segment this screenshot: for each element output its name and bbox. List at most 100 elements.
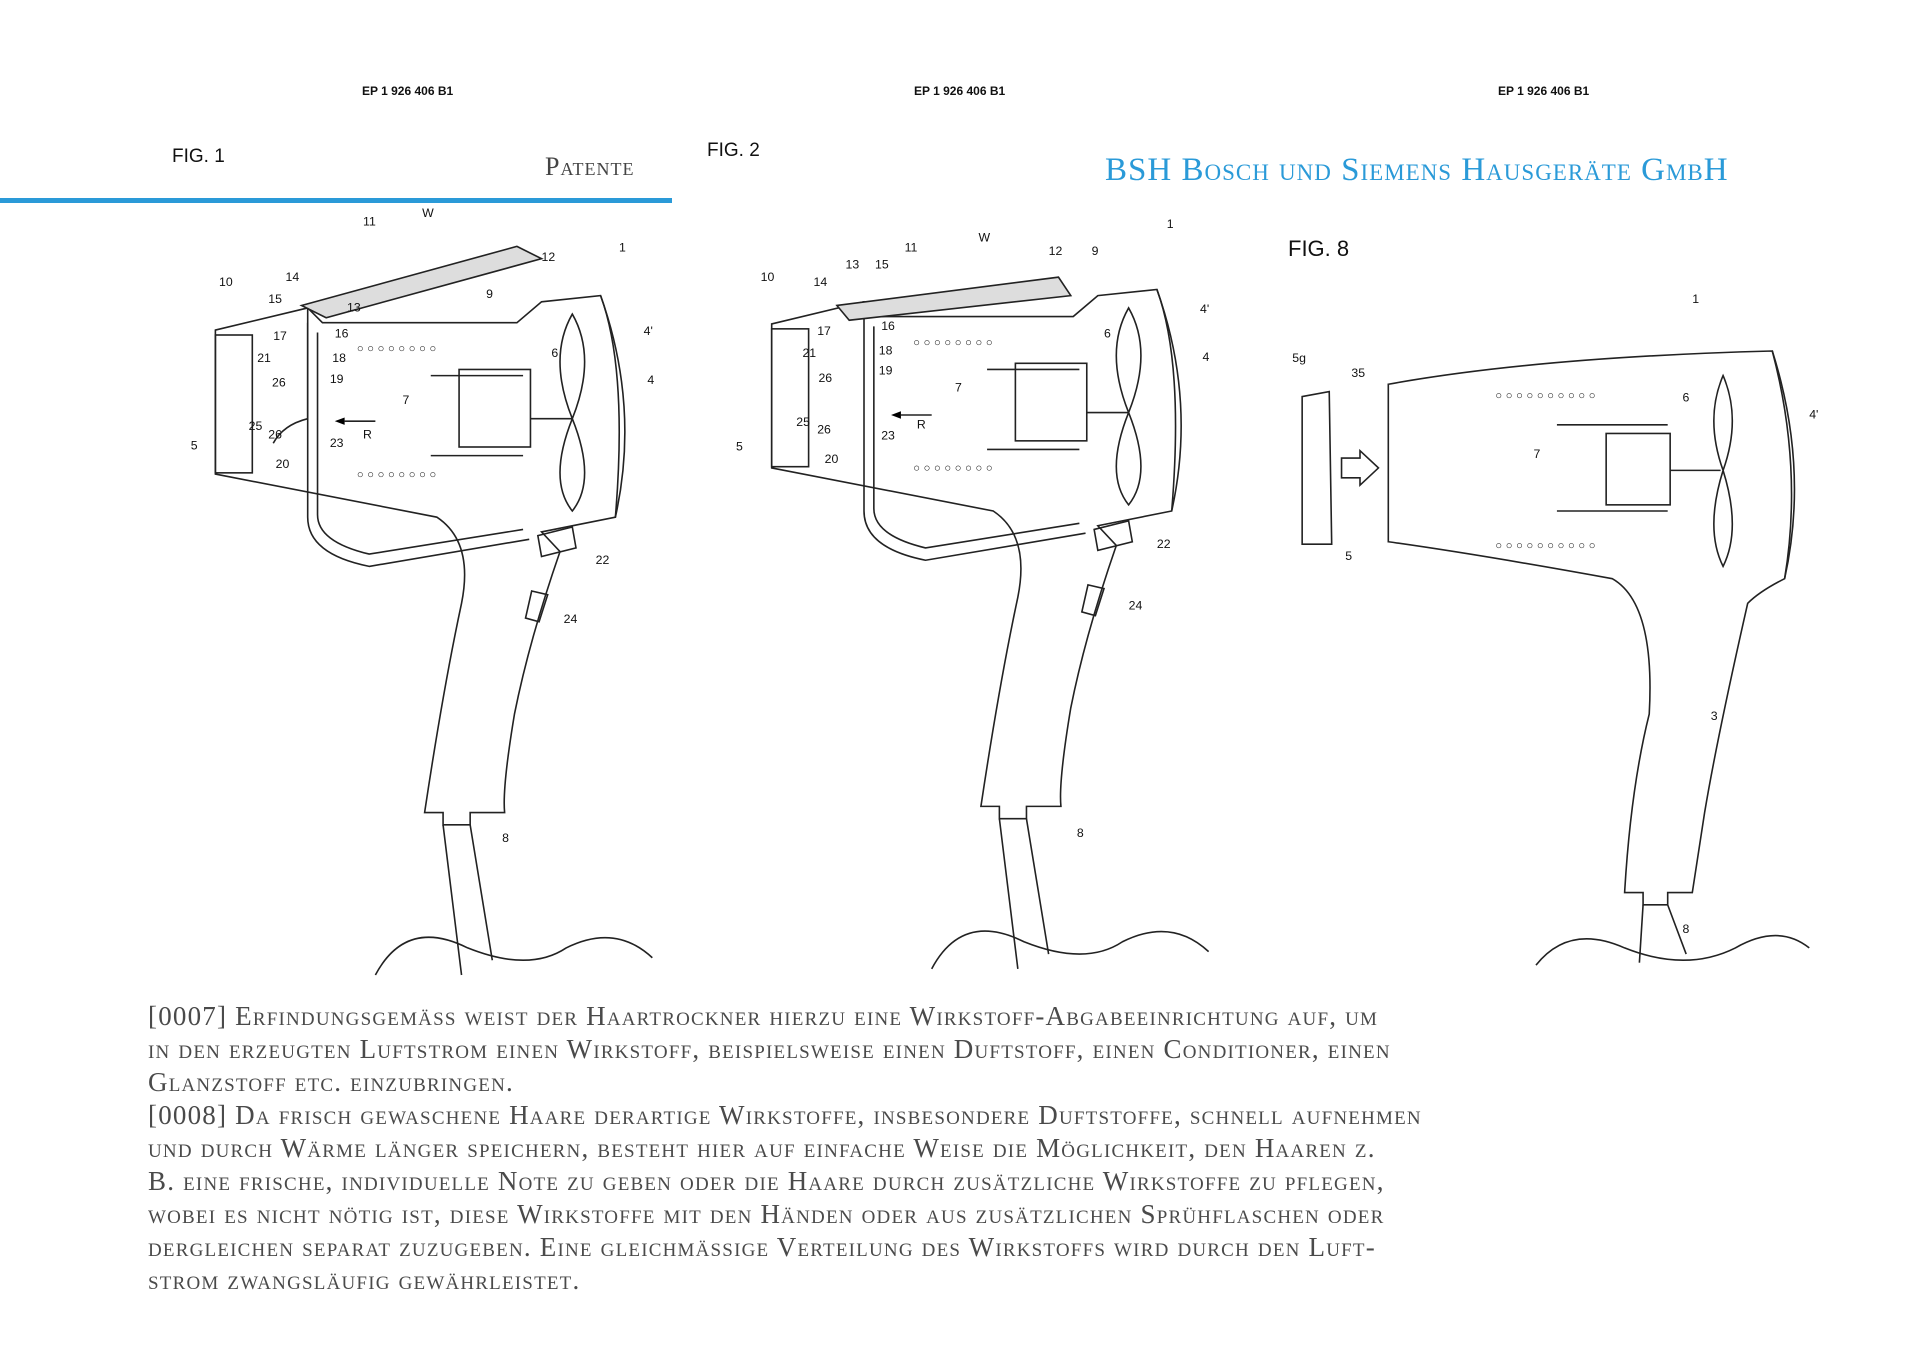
svg-text:1: 1 bbox=[619, 240, 626, 254]
svg-text:6: 6 bbox=[551, 346, 558, 360]
svg-text:W: W bbox=[422, 206, 434, 220]
figure-1: 11 W 12 1 14 10 15 13 9 17 16 18 21 19 2… bbox=[191, 206, 655, 976]
svg-text:22: 22 bbox=[1157, 537, 1171, 551]
text-line: strom zwangsläufig gewährleistet. bbox=[148, 1265, 581, 1295]
svg-text:12: 12 bbox=[542, 250, 556, 264]
figure-2: 11 W 12 9 1 13 15 10 14 16 17 4' 6 18 21… bbox=[736, 217, 1210, 970]
svg-text:26: 26 bbox=[268, 427, 282, 441]
svg-text:4': 4' bbox=[644, 324, 653, 338]
svg-text:12: 12 bbox=[1049, 244, 1063, 258]
svg-text:22: 22 bbox=[596, 553, 610, 567]
svg-text:10: 10 bbox=[761, 270, 775, 284]
svg-text:8: 8 bbox=[1682, 922, 1689, 936]
svg-text:24: 24 bbox=[564, 612, 578, 626]
svg-text:18: 18 bbox=[332, 351, 346, 365]
text-line: [0008] Da frisch gewaschene Haare derart… bbox=[148, 1100, 1422, 1130]
svg-text:6: 6 bbox=[1104, 326, 1111, 340]
svg-text:15: 15 bbox=[875, 258, 889, 272]
patent-number-header: EP 1 926 406 B1 bbox=[914, 84, 1006, 98]
patent-number-header: EP 1 926 406 B1 bbox=[1498, 84, 1590, 98]
svg-text:24: 24 bbox=[1129, 598, 1143, 612]
figure-8-title: FIG. 8 bbox=[1288, 236, 1350, 261]
svg-text:13: 13 bbox=[846, 258, 860, 272]
attachment-nozzle bbox=[1301, 390, 1333, 546]
svg-text:23: 23 bbox=[330, 436, 344, 450]
active-agent-cartridge bbox=[835, 276, 1073, 322]
svg-text:8: 8 bbox=[502, 831, 509, 845]
svg-text:4': 4' bbox=[1809, 408, 1818, 422]
svg-text:13: 13 bbox=[347, 301, 361, 315]
svg-text:1: 1 bbox=[1167, 217, 1174, 231]
text-line: B. eine frische, individuelle Note zu ge… bbox=[148, 1166, 1385, 1196]
svg-text:14: 14 bbox=[286, 270, 300, 284]
svg-text:4: 4 bbox=[647, 373, 654, 387]
section-label: Patente bbox=[545, 152, 635, 181]
active-agent-cartridge bbox=[299, 245, 544, 319]
reference-numerals: 11 W 12 1 14 10 15 13 9 17 16 18 21 19 2… bbox=[191, 206, 655, 845]
svg-text:5: 5 bbox=[191, 438, 198, 452]
svg-text:15: 15 bbox=[268, 292, 282, 306]
svg-text:8: 8 bbox=[1077, 826, 1084, 840]
text-line: dergleichen separat zuzugeben. Eine glei… bbox=[148, 1232, 1376, 1262]
text-line: [0007] Erfindungsgemäss weist der Haartr… bbox=[148, 1001, 1379, 1031]
svg-text:20: 20 bbox=[276, 457, 290, 471]
svg-text:3: 3 bbox=[1711, 709, 1718, 723]
figure-2-title: FIG. 2 bbox=[707, 140, 760, 161]
svg-text:21: 21 bbox=[257, 351, 271, 365]
figure-8: ○○○○○○○○○○ ○○○○○○○○○○ 1 5g 35 6 4' 7 5 3… bbox=[1292, 292, 1818, 966]
svg-text:7: 7 bbox=[1534, 447, 1541, 461]
hair-dryer-drawing bbox=[770, 288, 1210, 970]
svg-text:4: 4 bbox=[1202, 350, 1209, 364]
svg-text:9: 9 bbox=[486, 287, 493, 301]
svg-text:17: 17 bbox=[273, 329, 287, 343]
svg-text:7: 7 bbox=[955, 381, 962, 395]
reference-numerals: 11 W 12 9 1 13 15 10 14 16 17 4' 6 18 21… bbox=[736, 217, 1209, 840]
svg-text:W: W bbox=[978, 230, 990, 244]
svg-text:R: R bbox=[363, 427, 372, 441]
svg-text:20: 20 bbox=[825, 452, 839, 466]
svg-text:19: 19 bbox=[330, 372, 344, 386]
svg-text:5g: 5g bbox=[1292, 351, 1306, 365]
text-line: wobei es nicht nötig ist, diese Wirkstof… bbox=[148, 1199, 1385, 1229]
patent-number-header: EP 1 926 406 B1 bbox=[362, 84, 454, 98]
svg-text:10: 10 bbox=[219, 275, 233, 289]
svg-text:26: 26 bbox=[818, 371, 832, 385]
svg-text:11: 11 bbox=[905, 240, 918, 254]
svg-text:○○○○○○○○○○: ○○○○○○○○○○ bbox=[1495, 540, 1599, 552]
svg-text:R: R bbox=[917, 418, 926, 432]
svg-text:4': 4' bbox=[1200, 302, 1209, 316]
svg-text:18: 18 bbox=[879, 344, 893, 358]
svg-text:7: 7 bbox=[402, 393, 409, 407]
text-line: Glanzstoff etc. einzubringen. bbox=[148, 1067, 514, 1097]
company-name: BSH Bosch und Siemens Hausgeräte GmbH bbox=[1105, 152, 1729, 188]
arrow-icon bbox=[1340, 448, 1380, 487]
svg-text:21: 21 bbox=[802, 346, 816, 360]
text-line: in den erzeugten Luftstrom einen Wirksto… bbox=[148, 1034, 1391, 1064]
figure-1-title: FIG. 1 bbox=[172, 146, 225, 167]
svg-text:19: 19 bbox=[879, 363, 893, 377]
svg-text:1: 1 bbox=[1692, 292, 1699, 306]
svg-text:35: 35 bbox=[1351, 366, 1365, 380]
svg-text:17: 17 bbox=[817, 324, 831, 338]
svg-text:16: 16 bbox=[881, 319, 895, 333]
svg-text:16: 16 bbox=[335, 326, 349, 340]
svg-text:11: 11 bbox=[363, 214, 376, 228]
svg-text:25: 25 bbox=[796, 415, 810, 429]
section-divider bbox=[0, 198, 672, 203]
svg-text:26: 26 bbox=[817, 422, 831, 436]
hair-dryer-drawing bbox=[214, 294, 654, 976]
svg-text:5: 5 bbox=[736, 440, 743, 454]
svg-text:26: 26 bbox=[272, 376, 286, 390]
text-line: und durch Wärme länger speichern, besteh… bbox=[148, 1133, 1376, 1163]
patent-description-text: [0007] Erfindungsgemäss weist der Haartr… bbox=[148, 1000, 1828, 1297]
hair-dryer-drawing bbox=[1387, 350, 1793, 906]
svg-text:25: 25 bbox=[249, 419, 263, 433]
svg-text:○○○○○○○○○○: ○○○○○○○○○○ bbox=[1495, 390, 1599, 402]
reference-numerals: 1 5g 35 6 4' 7 5 3 8 bbox=[1292, 292, 1818, 936]
svg-text:6: 6 bbox=[1682, 390, 1689, 404]
svg-text:5: 5 bbox=[1345, 549, 1352, 563]
svg-text:9: 9 bbox=[1092, 244, 1099, 258]
svg-text:23: 23 bbox=[881, 429, 895, 443]
